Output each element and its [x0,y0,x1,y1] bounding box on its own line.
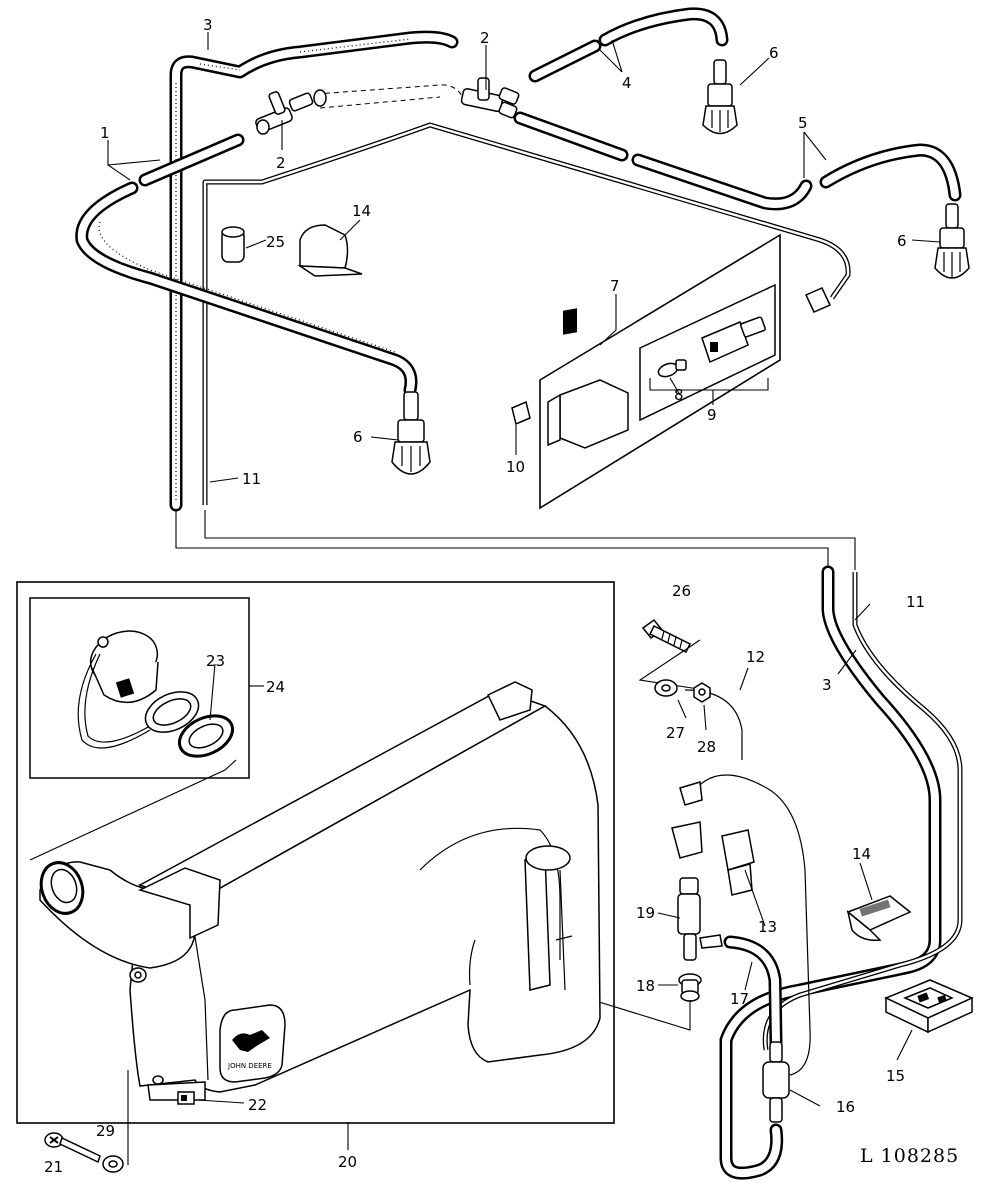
figure-reference: L 108285 [860,1145,959,1167]
nozzle-6-top [702,59,738,135]
hidden-hose-path [315,84,463,97]
reservoir-tank: JOHN DEERE [39,681,601,1101]
callout-1: 1 [100,124,110,142]
callout-11-right: 11 [906,593,925,611]
check-valve-16 [762,1041,790,1123]
callout-18: 18 [636,977,655,995]
hose-end-cap [313,89,327,107]
callout-3-top: 3 [203,16,213,34]
callout-29: 29 [96,1122,115,1140]
callout-12: 12 [746,648,765,666]
tube-11-lower [762,572,963,1051]
callout-9: 9 [707,406,717,424]
switch-panel-7 [511,233,832,510]
callout-10: 10 [506,458,525,476]
callout-6-left: 6 [353,428,363,446]
callout-20: 20 [338,1153,357,1171]
callout-3-right: 3 [822,676,832,694]
link-line-3 [175,510,632,549]
hose-3-upper [169,30,459,512]
callout-19: 19 [636,904,655,922]
callout-labels: 3 2 1 2 4 6 5 6 14 25 7 8 9 6 10 11 11 3… [44,16,959,1176]
grommet-15 [884,979,974,1034]
callout-22: 22 [248,1096,267,1114]
bolt-26 [641,618,692,654]
screw-21 [44,1132,101,1164]
callout-7: 7 [610,277,620,295]
link-line-11 [204,510,632,539]
nozzle-6-left [391,391,431,475]
grommet-25 [221,226,245,263]
callout-17: 17 [730,990,749,1008]
nozzle-6-right [934,203,970,279]
callout-14-top: 14 [352,202,371,220]
callout-16: 16 [836,1098,855,1116]
pump-19 [677,877,723,961]
hose-5-set [513,111,962,211]
callout-25: 25 [266,233,285,251]
hose-1 [75,133,418,397]
washer-27 [654,679,678,697]
callout-24: 24 [266,678,285,696]
grommet-18 [678,973,702,1002]
t-connector-2-right [460,77,520,119]
nut-28 [693,682,711,703]
tube-11-upper [202,122,851,505]
callout-27: 27 [666,724,685,742]
callout-6-right: 6 [897,232,907,250]
clip-14-lower [846,895,912,942]
bracket-22 [177,1091,195,1105]
filler-cap-24 [77,630,159,749]
reservoir-frame-20 [16,581,615,1124]
seal-ring-23 [144,691,234,758]
callout-15: 15 [886,1067,905,1085]
leader-lines [107,32,941,1150]
hose-3-lower [719,565,942,1180]
callout-8: 8 [674,386,684,404]
callout-14-bottom: 14 [852,845,871,863]
emblem-text: JOHN DEERE [227,1062,272,1070]
callout-13: 13 [758,918,777,936]
callout-5: 5 [798,114,808,132]
cap-inset-box-24 [29,597,250,779]
clip-14-upper [297,224,363,277]
hose-4-set [528,7,729,83]
callout-4: 4 [622,74,632,92]
callout-11-top: 11 [242,470,261,488]
callout-2-left: 2 [276,154,286,172]
callout-23: 23 [206,652,225,670]
callout-28: 28 [697,738,716,756]
t-connector-2-left [255,91,314,135]
washer-29 [102,1155,124,1173]
hose-17 [723,935,783,1049]
callout-6-top: 6 [769,44,779,62]
callout-26: 26 [672,582,691,600]
callout-21: 21 [44,1158,63,1176]
callout-2-top: 2 [480,29,490,47]
